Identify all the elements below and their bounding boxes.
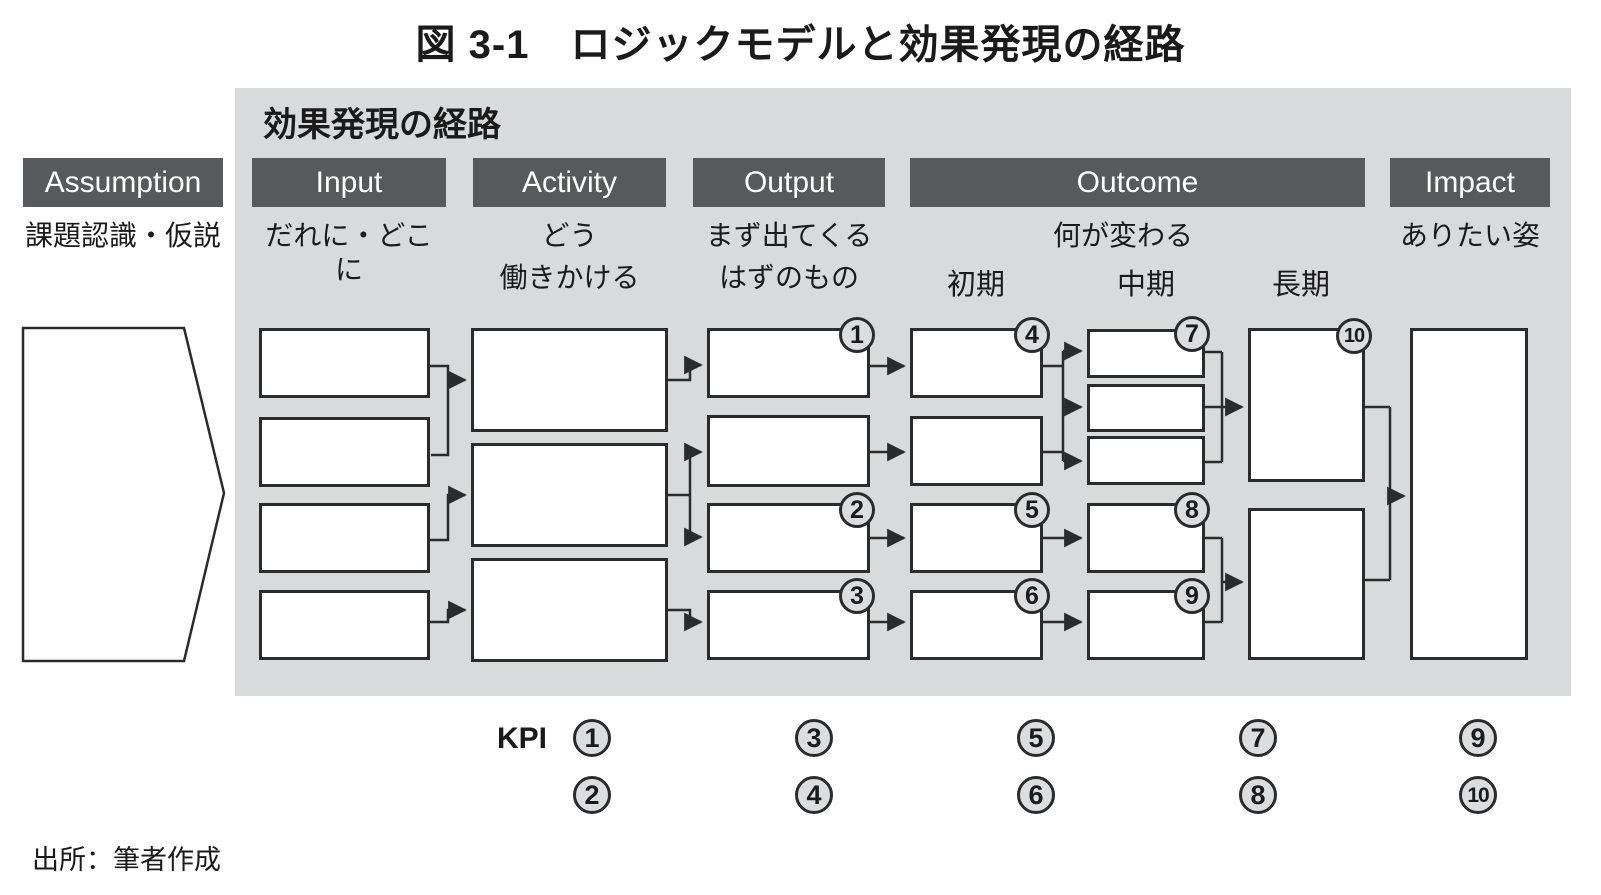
outcome-long-box-2 [1248,508,1365,660]
connector-early-mid-lines [1043,351,1065,461]
input-box-4 [259,590,430,660]
activity-box-2 [471,443,668,547]
sublabel-activity-line1: どう [541,220,598,251]
badge-2: 2 [839,492,875,528]
connector-input2-arrow [429,485,467,542]
badge-4: 4 [1014,317,1050,353]
outcome-early-box-1 [910,328,1043,398]
kpi-badge-1: 1 [573,719,611,757]
kpi-badge-9: 9 [1459,719,1497,757]
kpi-badge-2: 2 [573,776,611,814]
kpi-label: KPI [497,722,548,755]
phase-label-long: 長期 [1271,269,1330,301]
badge-5: 5 [1014,492,1050,528]
connector-input3-arrow [429,600,467,624]
connector-input1-lines [429,364,450,457]
output-box-2 [707,415,870,487]
sublabel-activity-line2: 働きかける [499,262,640,293]
kpi-badge-8: 8 [1239,776,1277,814]
sublabel-outcome: 何が変わる [1052,220,1193,251]
badge-3: 3 [839,578,875,614]
activity-box-1 [471,328,668,432]
sublabel-input: だれに・どこに [265,220,433,285]
figure-title: 図 3-1 ロジックモデルと効果発現の経路 [415,23,1186,67]
outcome-mid-box-1c [1087,436,1205,485]
kpi-badge-5: 5 [1017,719,1055,757]
outcome-early-box-2 [910,416,1043,486]
badge-8: 8 [1174,492,1210,528]
connector-activity2-lines [668,452,692,537]
sublabel-output-line2: はずのもの [718,262,859,293]
kpi-badge-4: 4 [795,776,833,814]
column-header-activity: Activity [473,158,666,207]
badge-9: 9 [1174,578,1210,614]
outcome-long-box-1 [1248,328,1365,482]
connector-long-impact-lines [1365,405,1392,582]
connector-activity3-arrow [668,608,703,632]
kpi-badge-3: 3 [795,719,833,757]
impact-box [1410,328,1528,660]
column-header-input: Input [252,158,446,207]
kpi-badge-6: 6 [1017,776,1055,814]
input-box-1 [259,328,430,398]
sublabel-output-line1: まず出てくる [705,220,873,251]
assumption-pentagon [21,326,226,663]
connector-mid-long1-lines [1205,350,1224,464]
column-header-output: Output [693,158,885,207]
source-note: 出所：筆者作成 [32,845,221,875]
badge-6: 6 [1014,578,1050,614]
badge-1: 1 [839,317,875,353]
badge-7: 7 [1174,316,1210,352]
panel-heading: 効果発現の経路 [263,106,501,144]
kpi-badge-10: 10 [1459,776,1497,814]
connector-mid-long2-lines [1205,536,1224,624]
column-header-assumption: Assumption [23,158,223,207]
column-header-outcome: Outcome [910,158,1365,207]
outcome-mid-box-1b [1087,384,1205,432]
input-box-3 [259,503,430,573]
outcome-mid-box-1a [1087,329,1205,378]
connector-activity1-arrow [668,355,703,382]
phase-label-early: 初期 [946,269,1005,301]
sublabel-assumption: 課題認識・仮説 [24,220,221,251]
column-header-impact: Impact [1390,158,1550,207]
phase-label-mid: 中期 [1116,269,1175,301]
kpi-badge-7: 7 [1239,719,1277,757]
input-box-2 [259,417,430,487]
activity-box-3 [471,558,668,662]
badge-10: 10 [1336,318,1372,354]
sublabel-impact: ありたい姿 [1399,220,1540,251]
